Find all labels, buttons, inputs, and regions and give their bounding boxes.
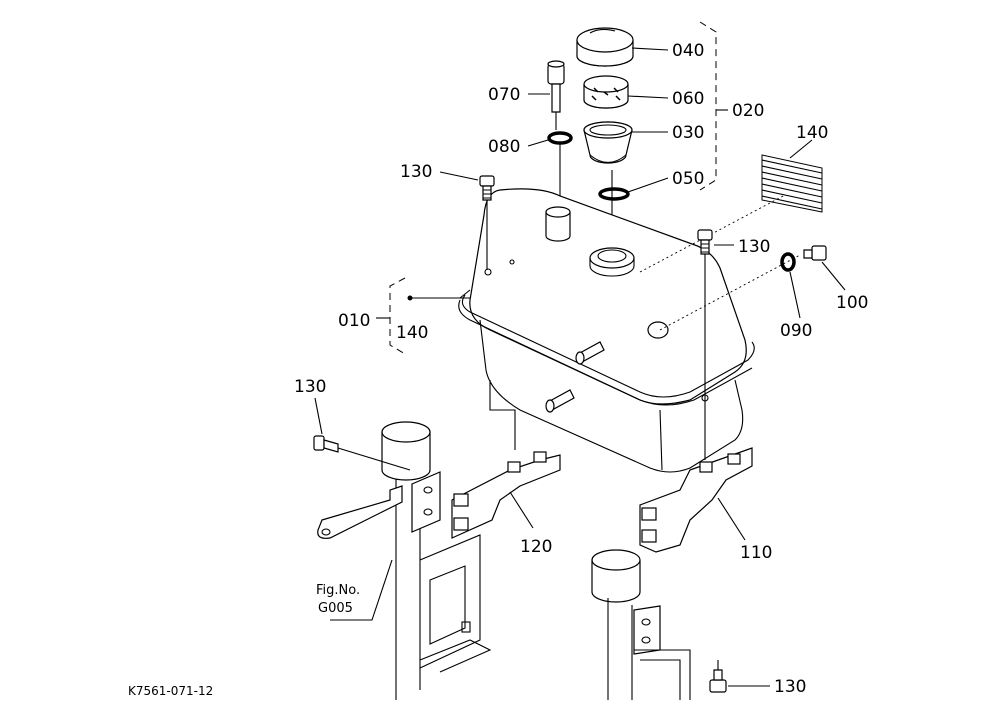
fuel-cap-040 [576, 27, 634, 67]
callout-110: 110 [740, 543, 772, 563]
callout-140-group: 140 [396, 323, 428, 343]
callout-120: 120 [520, 537, 552, 557]
fuel-gauge-070 [547, 60, 565, 118]
bracket-120 [451, 451, 561, 539]
filler-strainer-030 [583, 121, 633, 164]
callout-020: 020 [732, 101, 764, 121]
group-marker-dot [407, 295, 413, 301]
figure-ref-line1: Fig.No. [316, 583, 360, 598]
frame-right [591, 549, 691, 700]
o-ring-080 [547, 131, 573, 145]
drawing-code: K7561-071-12 [128, 684, 213, 698]
bolt-130-bottom [709, 669, 727, 693]
callout-140-label: 140 [796, 123, 828, 143]
washer-090 [780, 252, 796, 272]
fuel-tank-010 [458, 188, 755, 473]
callout-070: 070 [488, 85, 520, 105]
bracket-110 [639, 447, 753, 553]
callout-130-bottom: 130 [774, 677, 806, 697]
callout-130-left: 130 [294, 377, 326, 397]
bolt-130-left [313, 435, 339, 453]
figure-ref-line2: G005 [318, 601, 353, 616]
callout-060: 060 [672, 89, 704, 109]
callout-090: 090 [780, 321, 812, 341]
drain-plug-100 [803, 245, 827, 261]
tank-group-bracket-010 [389, 277, 406, 355]
callout-010: 010 [338, 311, 370, 331]
callout-040: 040 [672, 41, 704, 61]
bolt-130-top [479, 175, 495, 201]
bolt-130-right [697, 229, 713, 255]
callout-100: 100 [836, 293, 868, 313]
callout-130-right: 130 [738, 237, 770, 257]
callout-050: 050 [672, 169, 704, 189]
warning-label-140 [761, 154, 823, 213]
callout-030: 030 [672, 123, 704, 143]
callout-080: 080 [488, 137, 520, 157]
cap-filter-060 [583, 75, 629, 109]
frame-left [317, 421, 492, 700]
callout-130-top: 130 [400, 162, 432, 182]
o-ring-050 [598, 187, 630, 201]
